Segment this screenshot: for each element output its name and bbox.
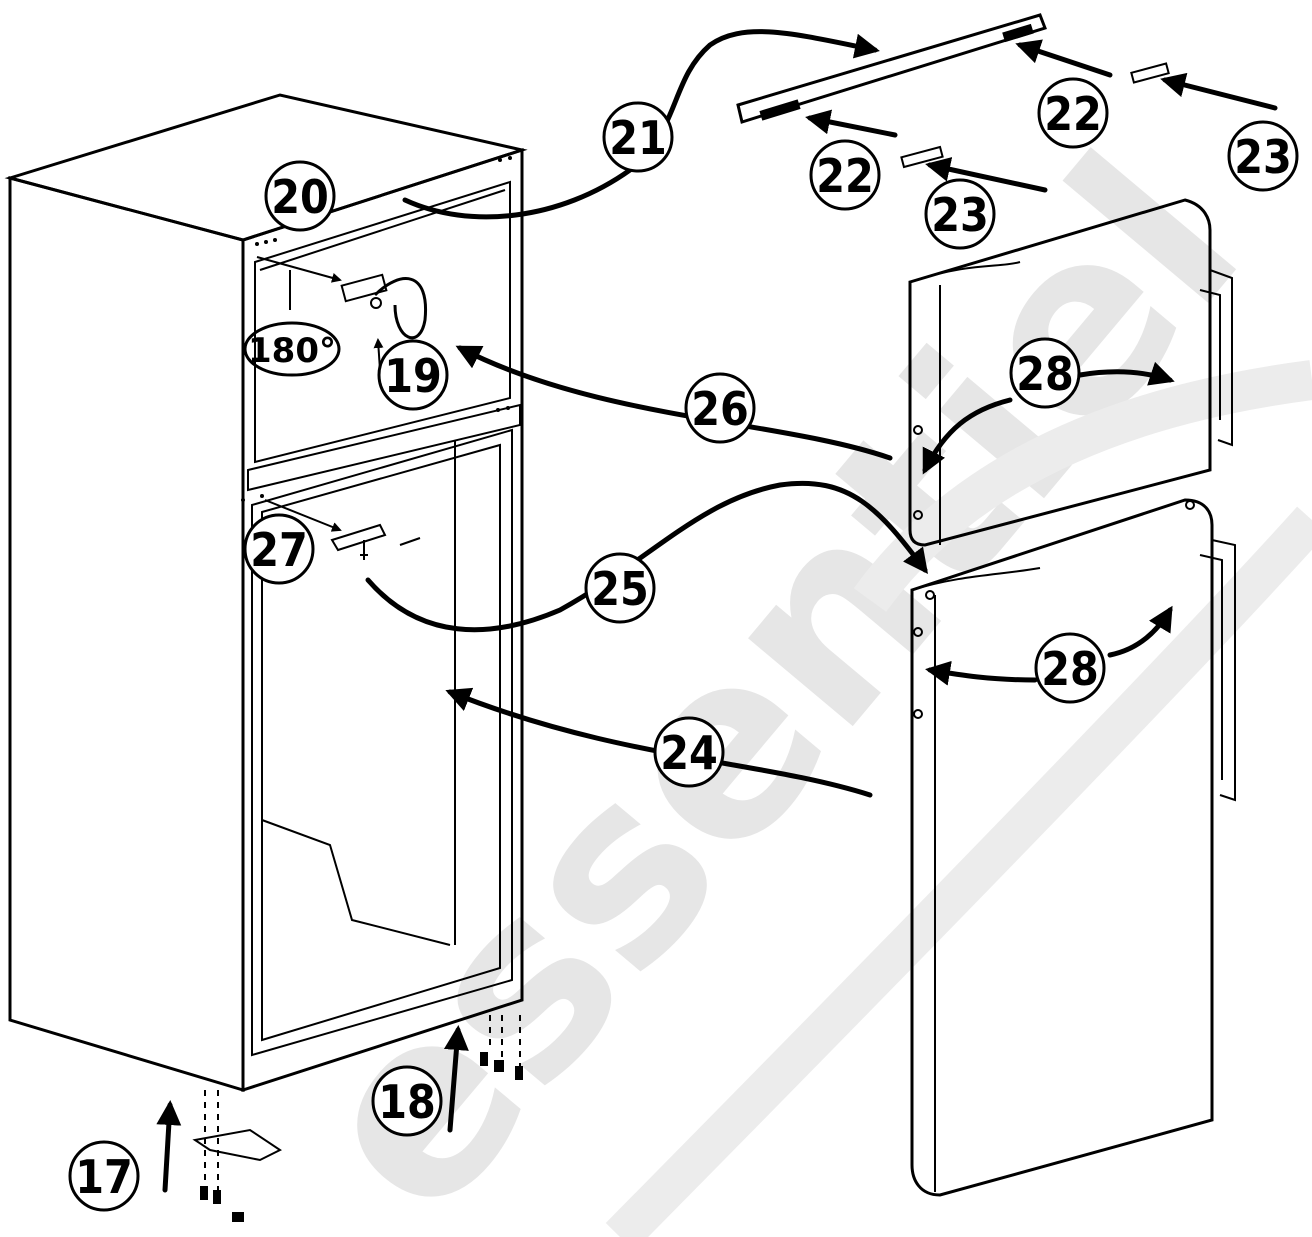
callout-23a: 23 (924, 178, 996, 250)
label-20: 20 (271, 170, 329, 224)
callout-labels: 17 18 19 20 21 22 22 23 23 24 25 26 27 2… (68, 77, 1299, 1212)
bottom-hinge (192, 1015, 523, 1222)
label-23b: 23 (1234, 130, 1292, 184)
callout-28b: 28 (1034, 632, 1106, 704)
label-24: 24 (660, 726, 718, 780)
label-21: 21 (609, 111, 667, 165)
label-28b: 28 (1041, 642, 1099, 696)
callout-23b: 23 (1227, 120, 1299, 192)
label-26: 26 (691, 382, 749, 436)
callout-25: 25 (584, 552, 656, 624)
callout-21: 21 (602, 101, 674, 173)
rotation-label: 180° (248, 331, 336, 371)
freezer-door (908, 198, 1233, 547)
callout-20: 20 (264, 160, 336, 232)
label-27: 27 (250, 523, 308, 577)
callout-18: 18 (371, 1065, 443, 1137)
middle-hinge (264, 499, 421, 560)
label-18: 18 (378, 1075, 436, 1129)
callout-24: 24 (653, 716, 725, 788)
top-hinge (256, 256, 428, 340)
callout-28a: 28 (1009, 337, 1081, 409)
callout-19: 19 (377, 339, 449, 411)
fridge-door (910, 498, 1236, 1197)
label-23a: 23 (931, 188, 989, 242)
callout-17: 17 (68, 1140, 140, 1212)
label-19: 19 (384, 349, 442, 403)
fridge-cabinet (4, 93, 528, 1093)
rotation-callout: 180° (243, 321, 341, 377)
label-25: 25 (591, 562, 649, 616)
label-17: 17 (75, 1150, 133, 1204)
callout-27: 27 (243, 513, 315, 585)
callout-22b: 22 (1037, 77, 1109, 149)
callout-26: 26 (684, 372, 756, 444)
callout-22a: 22 (809, 139, 881, 211)
label-22b: 22 (1044, 87, 1102, 141)
top-rail (736, 13, 1170, 169)
label-22a: 22 (816, 149, 874, 203)
label-28a: 28 (1016, 347, 1074, 401)
